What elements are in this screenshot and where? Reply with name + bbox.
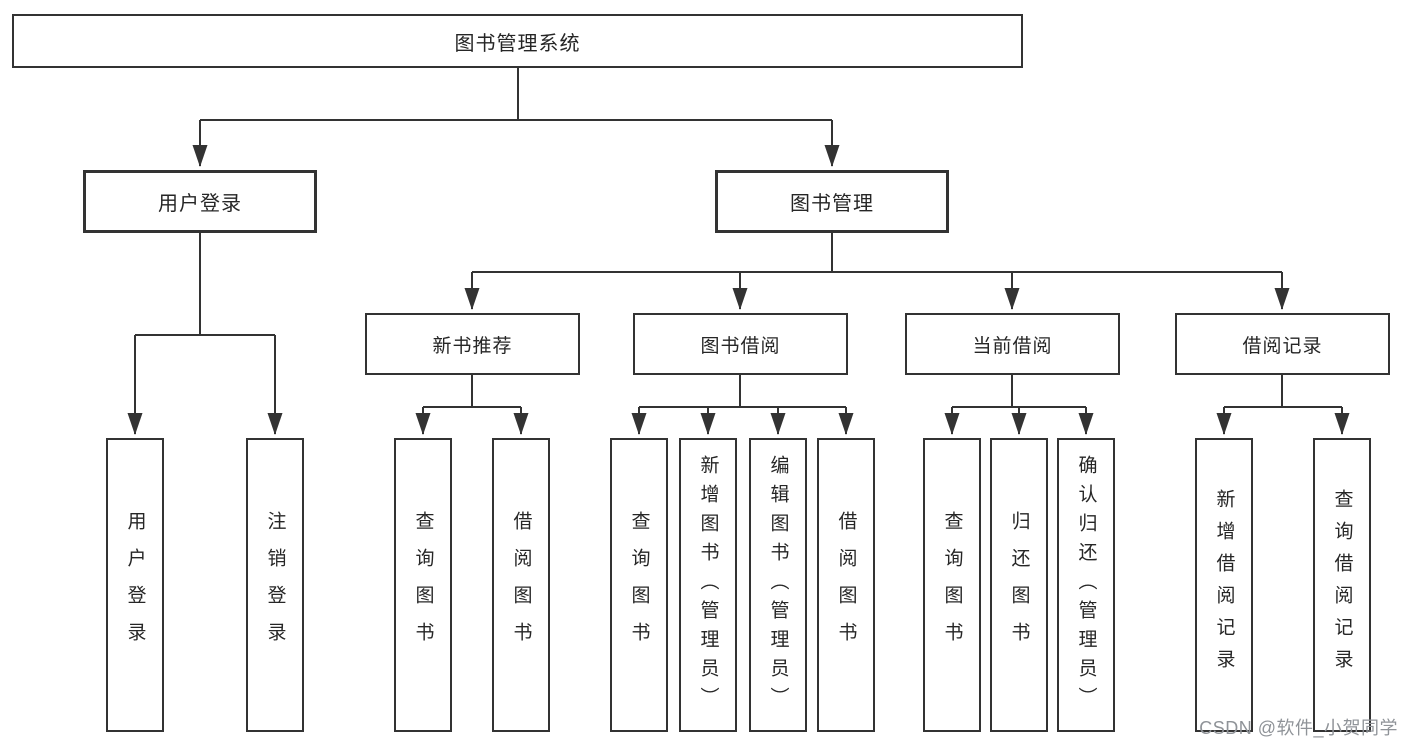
node-borrow-records: 借阅记录: [1175, 313, 1390, 375]
leaf-return-books-label: 归还图书: [1008, 511, 1030, 659]
leaf-logout-label: 注销登录: [264, 511, 286, 659]
node-book-borrow-label: 图书借阅: [700, 335, 781, 357]
leaf-borrow-books: 借阅图书: [817, 438, 875, 732]
leaf-current-query-books-label: 查询图书: [941, 511, 963, 659]
node-root-system-label: 图书管理系统: [454, 32, 581, 55]
node-book-management: 图书管理: [715, 170, 949, 233]
node-root-system: 图书管理系统: [12, 14, 1023, 68]
node-book-borrow: 图书借阅: [633, 313, 848, 375]
leaf-borrow-query-books-label: 查询图书: [628, 511, 650, 659]
leaf-user-login: 用户登录: [106, 438, 164, 732]
leaf-borrow-books-label: 借阅图书: [835, 511, 857, 659]
leaf-borrow-query-books: 查询图书: [610, 438, 668, 732]
node-current-borrow: 当前借阅: [905, 313, 1120, 375]
leaf-current-query-books: 查询图书: [923, 438, 981, 732]
leaf-add-books-admin-label: 新增图书（管理员）: [697, 454, 719, 716]
node-user-login-label: 用户登录: [158, 193, 242, 215]
leaf-recommend-borrow-books-label: 借阅图书: [510, 511, 532, 659]
node-book-management-label: 图书管理: [790, 193, 874, 215]
csdn-watermark: CSDN @软件_小贺同学: [1199, 718, 1398, 738]
leaf-return-books: 归还图书: [990, 438, 1048, 732]
leaf-add-borrow-record-label: 新增借阅记录: [1213, 489, 1235, 681]
node-new-book-recommend-label: 新书推荐: [432, 335, 513, 357]
node-current-borrow-label: 当前借阅: [972, 335, 1053, 357]
leaf-edit-books-admin-label: 编辑图书（管理员）: [767, 454, 789, 716]
leaf-edit-books-admin: 编辑图书（管理员）: [749, 438, 807, 732]
node-user-login: 用户登录: [83, 170, 317, 233]
leaf-confirm-return-admin: 确认归还（管理员）: [1057, 438, 1115, 732]
leaf-logout: 注销登录: [246, 438, 304, 732]
leaf-recommend-query-books-label: 查询图书: [412, 511, 434, 659]
leaf-add-books-admin: 新增图书（管理员）: [679, 438, 737, 732]
node-borrow-records-label: 借阅记录: [1242, 335, 1323, 357]
leaf-query-borrow-record-label: 查询借阅记录: [1331, 489, 1353, 681]
node-new-book-recommend: 新书推荐: [365, 313, 580, 375]
leaf-user-login-label: 用户登录: [124, 511, 146, 659]
leaf-recommend-borrow-books: 借阅图书: [492, 438, 550, 732]
leaf-recommend-query-books: 查询图书: [394, 438, 452, 732]
leaf-add-borrow-record: 新增借阅记录: [1195, 438, 1253, 732]
leaf-confirm-return-admin-label: 确认归还（管理员）: [1075, 454, 1097, 716]
leaf-query-borrow-record: 查询借阅记录: [1313, 438, 1371, 732]
